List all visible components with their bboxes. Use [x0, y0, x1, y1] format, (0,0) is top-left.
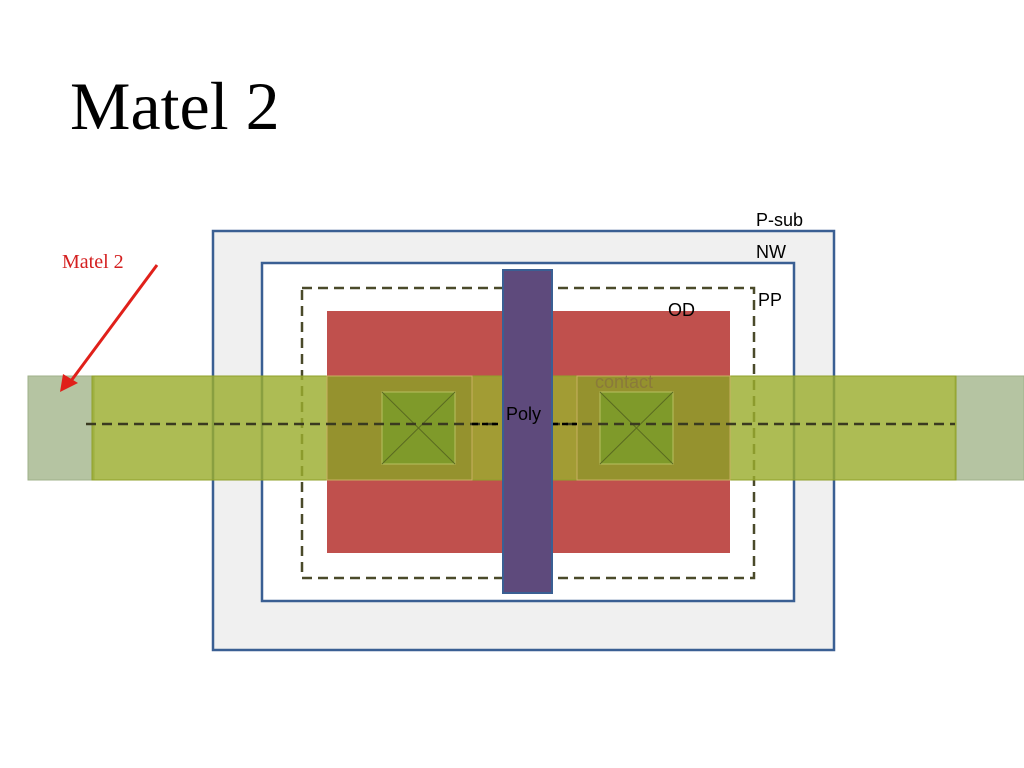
metal2-strip-right-end — [954, 375, 1024, 481]
label-contact: contact — [595, 372, 653, 392]
poly-gate — [502, 269, 553, 594]
label-nw: NW — [756, 242, 786, 262]
contact-left — [381, 391, 456, 465]
contact-right — [599, 391, 674, 465]
annotation-arrow — [60, 264, 159, 392]
slide-title: Matel 2 — [70, 68, 280, 144]
label-od: OD — [668, 300, 695, 320]
label-pp: PP — [758, 290, 782, 310]
metal2-strip-left-end — [27, 375, 95, 481]
label-psub: P-sub — [756, 210, 803, 230]
label-poly: Poly — [506, 404, 541, 424]
annotation-label: Matel 2 — [62, 251, 124, 273]
